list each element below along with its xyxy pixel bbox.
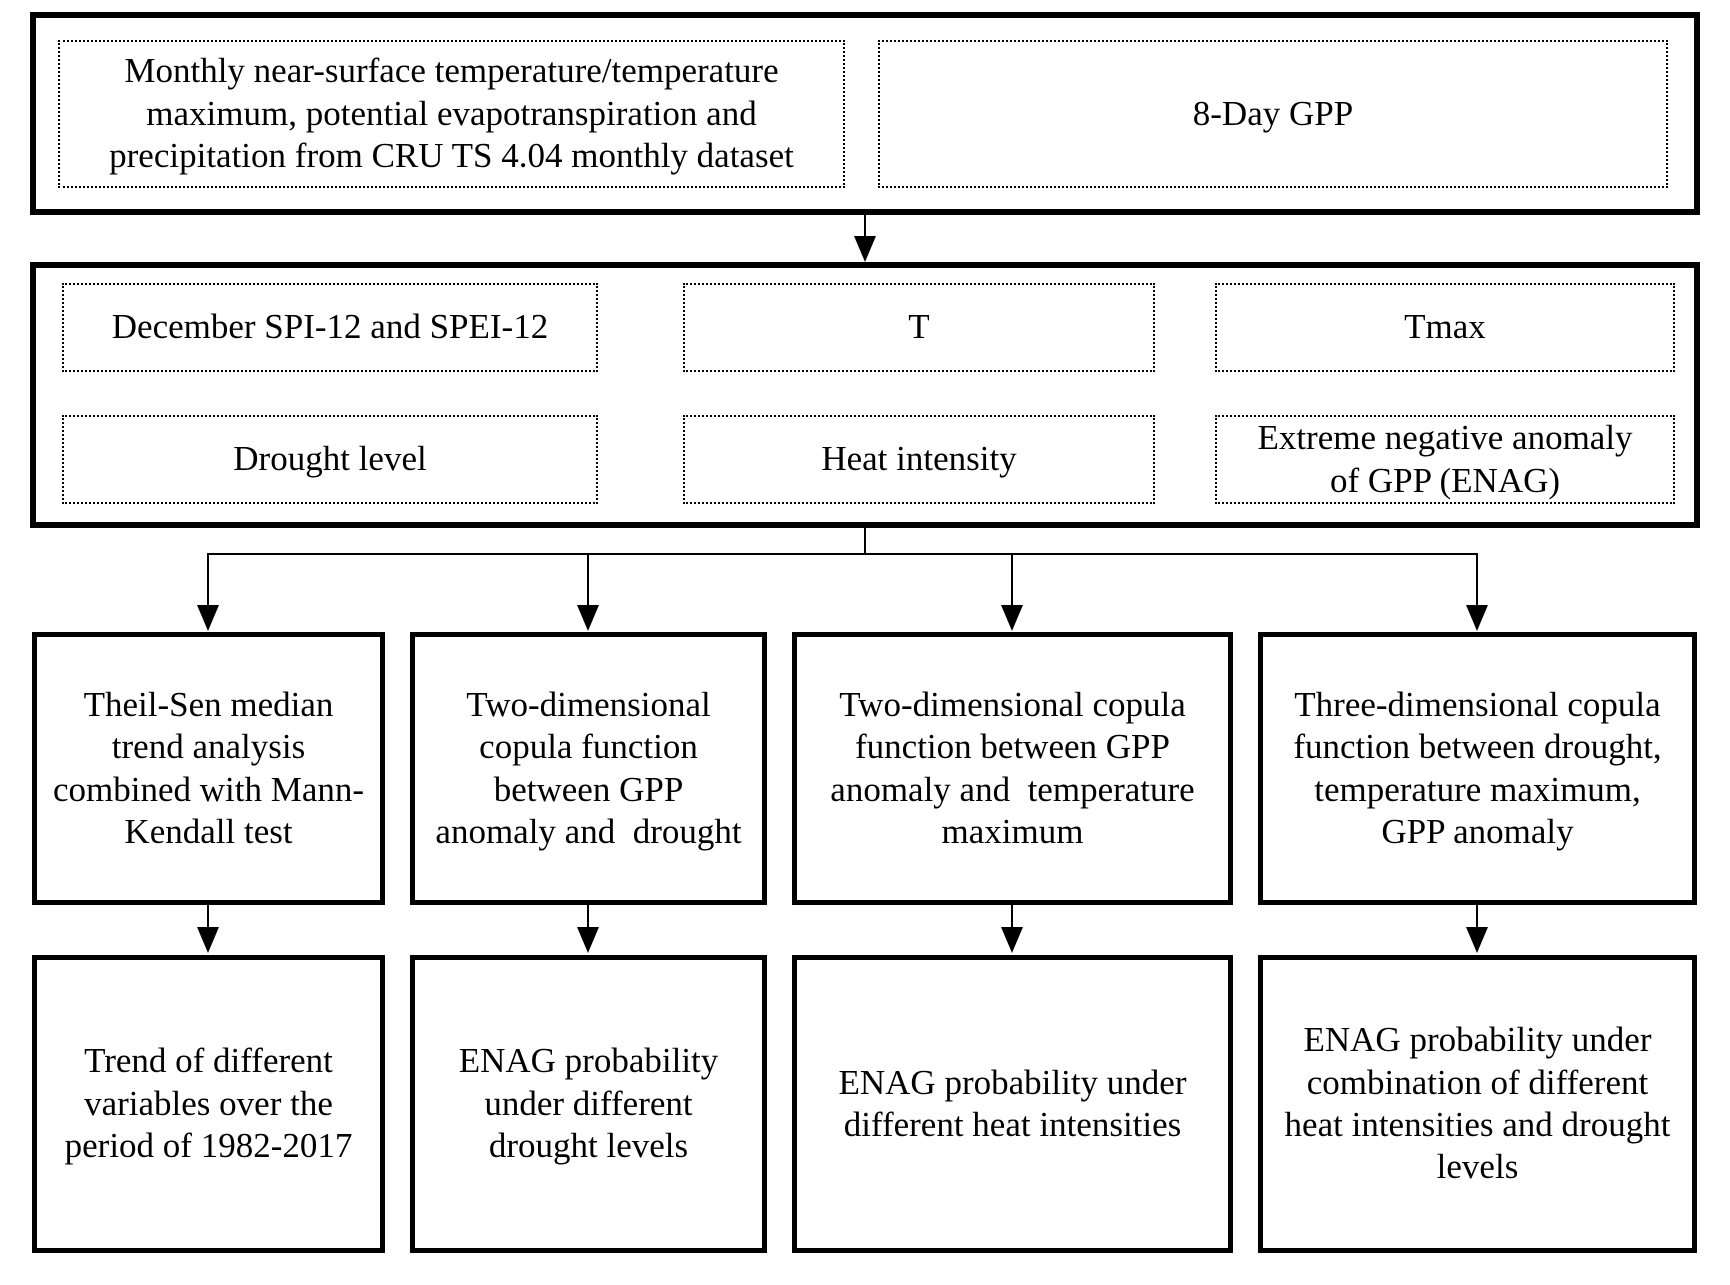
input-gpp-label: 8-Day GPP xyxy=(1192,93,1354,133)
method-2d-copula-drought-box: Two-dimensional copula function between … xyxy=(410,632,767,905)
output-arrow-3-head xyxy=(1001,927,1023,953)
output-arrow-2-head xyxy=(577,927,599,953)
method-3d-copula-box: Three-dimensional copula function betwee… xyxy=(1258,632,1697,905)
branch-crossbar xyxy=(207,553,1478,555)
output-enag-combined-box: ENAG probability under combination of di… xyxy=(1258,955,1697,1253)
output-arrow-1-shaft xyxy=(207,905,209,930)
output-enag-drought-box: ENAG probability under different drought… xyxy=(410,955,767,1253)
method-theil-sen-box: Theil-Sen median trend analysis combined… xyxy=(32,632,385,905)
branch-arrow-4-shaft xyxy=(1476,553,1478,607)
method-2d-copula-tmax-box: Two-dimensional copula function between … xyxy=(792,632,1233,905)
arrow-inputs-to-indices-head xyxy=(854,236,876,262)
branch-arrow-3-shaft xyxy=(1011,553,1013,607)
index-enag-label: Extreme negative anomaly of GPP (ENAG) xyxy=(1257,418,1633,500)
method-3d-copula-label: Three-dimensional copula function betwee… xyxy=(1293,684,1662,851)
output-arrow-4-head xyxy=(1466,927,1488,953)
branch-arrow-2-head xyxy=(577,605,599,631)
output-arrow-3-shaft xyxy=(1011,905,1013,930)
output-arrow-4-shaft xyxy=(1476,905,1478,930)
index-drought-level-box: Drought level xyxy=(62,415,598,504)
input-climate-dataset-label: Monthly near-surface temperature/tempera… xyxy=(109,51,794,176)
index-t-label: T xyxy=(908,307,930,347)
method-theil-sen-label: Theil-Sen median trend analysis combined… xyxy=(52,684,365,851)
index-tmax-label: Tmax xyxy=(1404,307,1486,347)
branch-arrow-2-shaft xyxy=(587,553,589,607)
method-2d-copula-drought-label: Two-dimensional copula function between … xyxy=(435,684,742,851)
branch-arrow-3-head xyxy=(1001,605,1023,631)
output-enag-combined-label: ENAG probability under combination of di… xyxy=(1284,1020,1671,1187)
output-enag-heat-label: ENAG probability under different heat in… xyxy=(838,1062,1187,1144)
index-spi-label: December SPI-12 and SPEI-12 xyxy=(111,307,549,347)
input-climate-dataset-box: Monthly near-surface temperature/tempera… xyxy=(58,40,845,188)
output-arrow-2-shaft xyxy=(587,905,589,930)
branch-stem xyxy=(864,528,866,554)
index-drought-level-label: Drought level xyxy=(233,439,427,479)
arrow-inputs-to-indices-shaft xyxy=(864,215,866,239)
output-arrow-1-head xyxy=(197,927,219,953)
index-tmax-box: Tmax xyxy=(1215,283,1675,372)
output-trend-label: Trend of different variables over the pe… xyxy=(64,1041,353,1166)
index-t-box: T xyxy=(683,283,1155,372)
output-enag-drought-label: ENAG probability under different drought… xyxy=(458,1041,719,1166)
index-spi-box: December SPI-12 and SPEI-12 xyxy=(62,283,598,372)
branch-arrow-1-shaft xyxy=(207,553,209,607)
index-enag-box: Extreme negative anomaly of GPP (ENAG) xyxy=(1215,415,1675,504)
index-heat-intensity-box: Heat intensity xyxy=(683,415,1155,504)
output-enag-heat-box: ENAG probability under different heat in… xyxy=(792,955,1233,1253)
index-heat-intensity-label: Heat intensity xyxy=(821,439,1017,479)
input-gpp-box: 8-Day GPP xyxy=(878,40,1668,188)
method-2d-copula-tmax-label: Two-dimensional copula function between … xyxy=(830,684,1195,851)
output-trend-box: Trend of different variables over the pe… xyxy=(32,955,385,1253)
branch-arrow-1-head xyxy=(197,605,219,631)
branch-arrow-4-head xyxy=(1466,605,1488,631)
